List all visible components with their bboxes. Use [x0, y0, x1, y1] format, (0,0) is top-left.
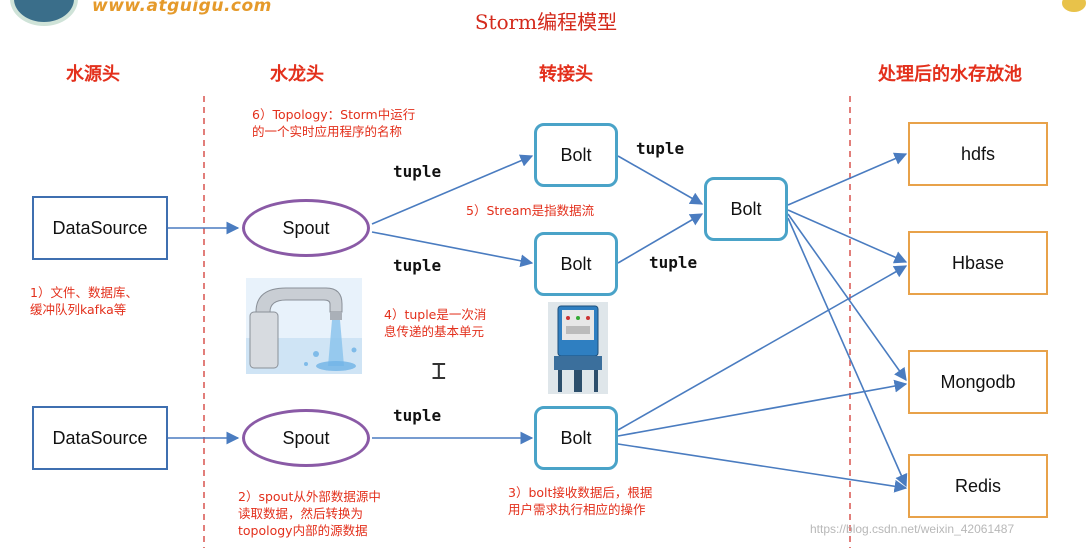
column-heading-adapter: 转接头 [539, 64, 593, 85]
storage-node-mongodb: Mongodb [908, 350, 1048, 414]
bolt-label-3: Bolt [730, 198, 762, 219]
note-spout: 2）spout从外部数据源中 读取数据，然后转换为 topology内部的源数据 [238, 489, 381, 538]
arrow-bolt1-bolt3 [617, 155, 704, 205]
corner-decoration [1048, 0, 1092, 20]
datasource-label-1: DataSource [52, 217, 148, 238]
tuple-label-5: tuple [649, 253, 698, 272]
arrow-bolt4-hbase [617, 265, 908, 431]
spout-node-2: Spout [242, 409, 370, 467]
note-datasource: 1）文件、数据库、 缓冲队列kafka等 [30, 285, 138, 317]
note-bolt: 3）bolt接收数据后，根据 用户需求执行相应的操作 [508, 485, 653, 517]
storage-label-redis: Redis [954, 475, 1002, 496]
spout-node-1: Spout [242, 199, 370, 257]
datasource-node-2: DataSource [32, 406, 168, 470]
arrow-bolt3-redis [787, 217, 908, 488]
column-heading-faucet: 水龙头 [270, 64, 324, 85]
text-cursor-icon: Ꮖ [432, 360, 447, 385]
arrow-bolt3-mongodb [787, 213, 907, 382]
tuple-label-4: tuple [636, 139, 685, 158]
column-heading-storage: 处理后的水存放池 [878, 64, 1022, 85]
arrow-bolt3-hbase [787, 209, 908, 264]
diagram-title: Storm编程模型 [474, 10, 618, 34]
storage-label-hdfs: hdfs [960, 143, 996, 164]
bolt-node-4: Bolt [534, 406, 618, 470]
bolt-label-1: Bolt [560, 144, 592, 165]
note-stream: 5）Stream是指数据流 [466, 203, 595, 218]
datasource-label-2: DataSource [52, 427, 148, 448]
bolt-label-4: Bolt [560, 427, 592, 448]
storage-node-hdfs: hdfs [908, 122, 1048, 186]
spout-label-2: Spout [282, 427, 330, 448]
storage-node-hbase: Hbase [908, 231, 1048, 295]
tuple-label-3: tuple [393, 406, 442, 425]
bolt-node-2: Bolt [534, 232, 618, 296]
column-heading-source: 水源头 [66, 64, 120, 85]
note-topology: 6）Topology：Storm中运行 的一个实时应用程序的名称 [252, 107, 416, 139]
storage-label-hbase: Hbase [951, 252, 1005, 273]
spout-label-1: Spout [282, 217, 330, 238]
storage-label-mongodb: Mongodb [940, 371, 1016, 392]
logo-text: www.atguigu.com [92, 0, 272, 16]
bolt-label-2: Bolt [560, 253, 592, 274]
arrow-bolt2-bolt3 [617, 213, 704, 264]
arrow-spout1-bolt2 [371, 231, 534, 268]
note-tuple: 4）tuple是一次消 息传递的基本单元 [384, 307, 487, 339]
tuple-label-2: tuple [393, 256, 442, 275]
faucet-image [246, 278, 362, 374]
bolt-node-3: Bolt [704, 177, 788, 241]
arrow-bolt3-hdfs [787, 152, 908, 206]
arrow-spout1-bolt1 [371, 154, 534, 225]
logo: www.atguigu.com [0, 0, 300, 26]
watermark-url: https://blog.csdn.net/weixin_42061487 [810, 522, 1015, 536]
tuple-label-1: tuple [393, 162, 442, 181]
bolt-node-1: Bolt [534, 123, 618, 187]
datasource-node-1: DataSource [32, 196, 168, 260]
adapter-machine-image [548, 302, 608, 394]
arrow-bolt4-mongodb [617, 379, 908, 437]
storage-node-redis: Redis [908, 454, 1048, 518]
arrow-bolt4-redis [617, 443, 908, 493]
